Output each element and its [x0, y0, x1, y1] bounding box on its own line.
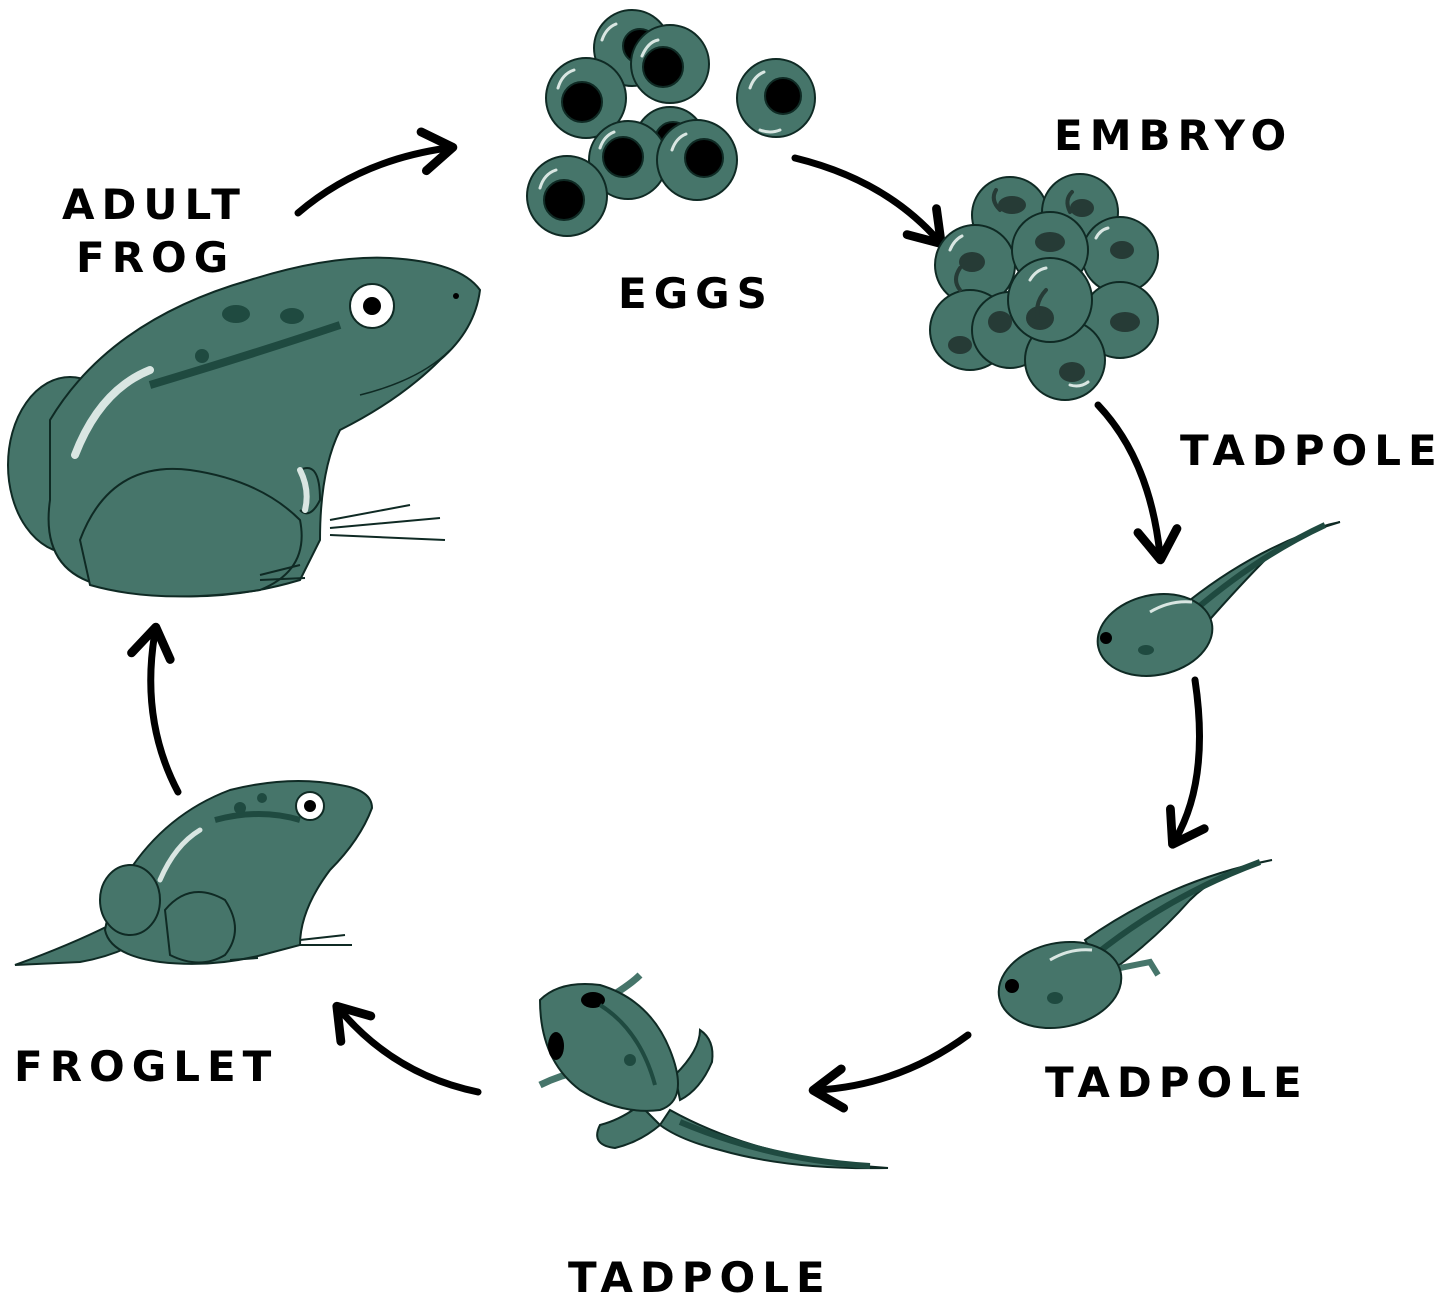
arrow-froglet-to-adult	[151, 632, 178, 792]
label-embryo: EMBRYO	[1054, 115, 1293, 157]
arrow-embryo-to-tadpole	[1098, 405, 1160, 555]
tadpole-illustration-2	[991, 860, 1272, 1039]
legged-tadpole-illustration	[540, 975, 888, 1168]
label-froglet: FROGLET	[14, 1046, 278, 1088]
label-tadpole-3: TADPOLE	[568, 1257, 832, 1299]
label-tadpole-2: TADPOLE	[1045, 1062, 1309, 1104]
label-adult-frog-line1: ADULT	[62, 184, 247, 226]
froglet-illustration	[15, 781, 372, 965]
arrow-tadpole-to-legged-tadpole	[818, 1035, 968, 1090]
tadpole-illustration-1	[1090, 522, 1340, 686]
embryo-illustration	[930, 174, 1158, 400]
adult-frog-illustration	[8, 258, 480, 597]
label-adult-frog-line2: FROG	[76, 237, 235, 279]
label-eggs: EGGS	[618, 273, 774, 315]
arrow-tadpole-to-tadpole	[1175, 680, 1200, 840]
label-tadpole-1: TADPOLE	[1180, 430, 1440, 472]
eggs-illustration	[527, 10, 815, 236]
arrow-legged-tadpole-to-froglet	[340, 1010, 478, 1092]
arrow-eggs-to-embryo	[795, 158, 938, 240]
arrow-adult-to-eggs	[298, 148, 448, 213]
